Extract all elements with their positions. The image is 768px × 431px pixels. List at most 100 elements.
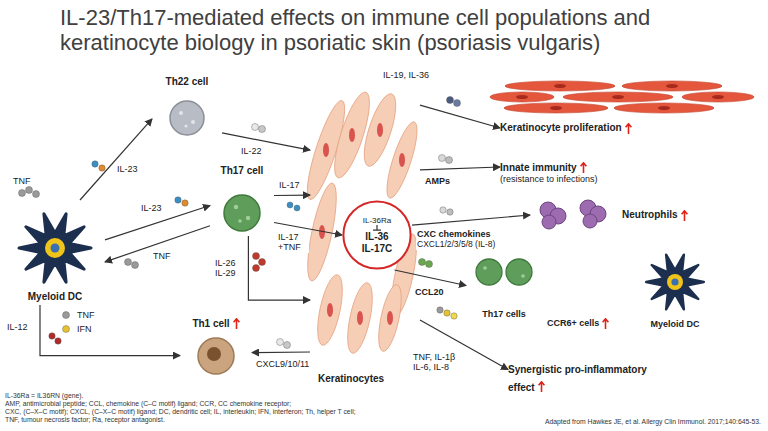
il26-cytokine <box>253 253 260 260</box>
effect-box: Synergistic pro-inflammatory effect <box>508 358 662 397</box>
increase-arrow <box>602 318 609 329</box>
spindle-cell <box>682 92 754 102</box>
cell-box: Th22 cell <box>152 76 222 141</box>
signal-label: IL-12 <box>6 322 29 332</box>
connector <box>40 305 180 356</box>
cytokine-label: TNF <box>76 310 96 320</box>
cell-body <box>224 195 260 231</box>
title: IL-23/Th17-mediated effects on immune ce… <box>60 5 760 56</box>
il23-cytokine <box>92 161 98 167</box>
effect-box: Innate immunity(resistance to infections… <box>500 158 650 188</box>
keratinocyte-region: KeratinocytesIL-36RaIL-36IL-17C <box>310 88 420 388</box>
amp-peptide <box>439 155 446 162</box>
keratinocyte <box>381 119 423 201</box>
tnf-cytokine <box>33 191 40 198</box>
cell-texture <box>238 219 242 223</box>
nucleus <box>516 95 528 99</box>
increase-arrow-shape <box>603 319 609 329</box>
effect-box: Keratinocyte proliferation <box>500 120 670 136</box>
cell-nuclei <box>516 84 724 110</box>
cytokine-label-text: IFN <box>77 324 92 334</box>
footnote: IL-36Ra = IL36RN (gene). <box>4 392 84 400</box>
il19-cytokine <box>447 97 454 104</box>
node-label: Th17 cells <box>482 309 526 319</box>
source-note: Adapted from Hawkes JE, et al. Allergy C… <box>544 418 762 426</box>
nucleus <box>712 95 724 99</box>
increase-arrow-shape <box>625 123 631 133</box>
il12-cytokine <box>55 338 61 344</box>
cell-group-label: CCR6+ cells <box>546 318 610 329</box>
footnote: AMP, antimicrobial peptide; CCL, chemoki… <box>4 400 292 408</box>
footnote-text: AMP, antimicrobial peptide; CCL, chemoki… <box>5 400 291 408</box>
cytokine-label: IFN <box>76 324 93 334</box>
node-label: Keratinocyte proliferation <box>500 122 622 134</box>
signal-label: IL-23 <box>140 203 163 213</box>
cell-group-box: Myeloid DC <box>622 252 728 329</box>
text-line: Myeloid DC <box>28 291 82 303</box>
cell-group-box: Th17 cells <box>466 252 542 319</box>
nucleus <box>612 95 624 99</box>
node-label: Th1 cell <box>192 318 229 330</box>
nucleus <box>658 106 670 110</box>
spindle-cell <box>505 81 615 91</box>
text-line: Th17 cells <box>482 309 526 319</box>
signal-label: AMPs <box>424 176 451 186</box>
spindle-cell <box>504 103 608 113</box>
neutrophil-lobe <box>583 214 597 228</box>
source-note-text: Adapted from Hawkes JE, et al. Allergy C… <box>545 418 761 426</box>
node-label: (resistance to infections) <box>500 174 598 184</box>
increase-arrow <box>580 162 587 173</box>
cell-nucleus <box>207 347 221 361</box>
dendritic-cell <box>19 214 91 282</box>
ccl20-chemokine <box>426 261 433 268</box>
il19-cytokine <box>454 100 461 107</box>
text-line: Th22 cell <box>166 76 209 88</box>
tnf-cytokine <box>26 187 33 194</box>
cell-box: Th1 cell <box>180 318 252 381</box>
il17-cytokine <box>287 202 293 208</box>
ifn-cytokine <box>63 326 70 333</box>
keratinocyte <box>313 273 348 348</box>
nucleus <box>323 143 329 157</box>
signal-label: IL-17 <box>278 180 301 190</box>
cell-body <box>198 338 234 374</box>
il23-cytokine <box>99 165 105 171</box>
tnf-cytokine <box>19 190 26 197</box>
connector <box>105 226 210 262</box>
signal-label: TNF <box>152 251 172 261</box>
signal-label: IL-19, IL-36 <box>382 70 430 80</box>
node-label: IL-36 <box>365 231 388 243</box>
cell-body <box>170 101 204 135</box>
il12-cytokine <box>49 333 55 339</box>
cell-texture <box>191 120 195 124</box>
text-line: (resistance to infections) <box>500 174 598 184</box>
cell-box: Th17 cell <box>210 165 274 236</box>
node-label: Th22 cell <box>166 76 209 88</box>
dendritic-cell-body <box>646 255 704 310</box>
cell-body <box>476 259 502 285</box>
nucleus <box>554 84 566 88</box>
text-line: Synergistic pro-inflammatory effect <box>508 359 662 396</box>
cxcl-cytokine <box>277 339 284 346</box>
cell-texture <box>246 216 250 220</box>
cell-texture <box>184 124 187 127</box>
cell-box: Myeloid DC <box>5 200 105 305</box>
cell-texture <box>521 274 525 278</box>
cxcl-cytokine <box>284 342 291 349</box>
signal-label: IL-26 IL-29 <box>214 258 244 279</box>
cytokine-label-text: TNF <box>77 310 95 320</box>
dendritic-cell <box>646 255 704 310</box>
nucleus <box>377 123 383 137</box>
signal-label: IL-23 <box>116 164 139 174</box>
nucleus <box>666 84 678 88</box>
amp-peptide <box>446 157 453 164</box>
cell-texture <box>234 205 238 209</box>
increase-arrow <box>538 381 545 392</box>
chemokine-list: CXCL1/2/3/5/8 (IL-8) <box>416 240 496 250</box>
text-line: IL-36 <box>365 231 388 243</box>
increase-arrow-shape <box>580 163 586 173</box>
text-line: IL-36Ra <box>363 216 391 225</box>
connector <box>252 351 310 353</box>
node-label: Keratinocytes <box>318 373 384 385</box>
